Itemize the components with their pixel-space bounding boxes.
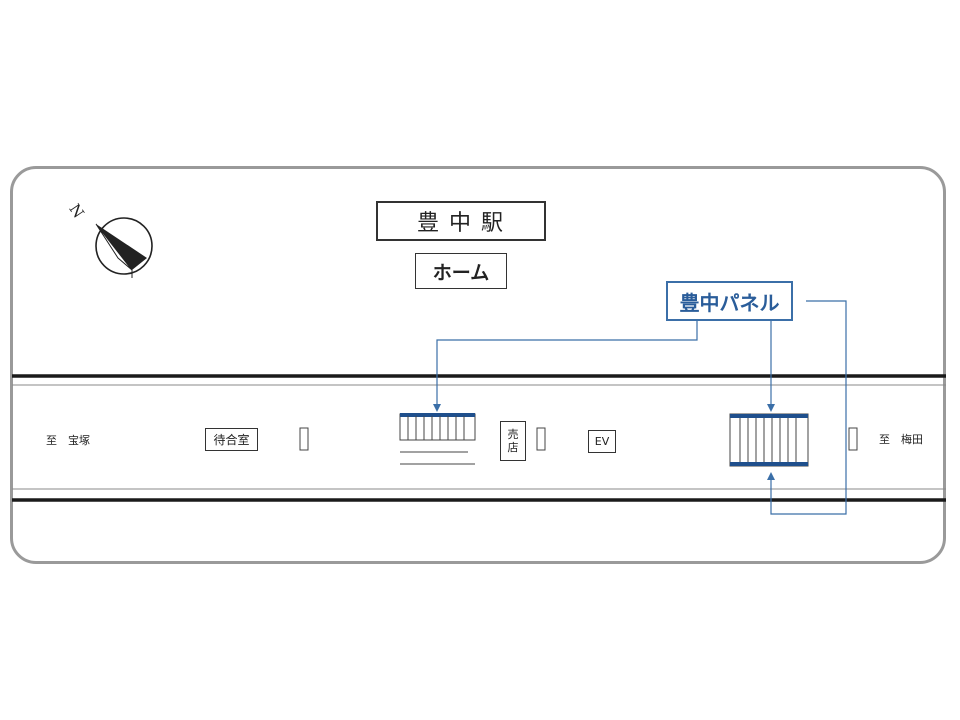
direction-west: 至 宝塚	[46, 434, 90, 447]
pillar-1	[299, 427, 309, 451]
panel-label: 豊中パネル	[666, 281, 793, 321]
station-title: 豊中駅	[376, 201, 546, 241]
direction-east: 至 梅田	[879, 433, 923, 446]
pillar-2	[536, 427, 546, 451]
leader-lines	[433, 300, 847, 515]
stairs-left-icon	[399, 413, 476, 465]
stairs-right-icon	[729, 413, 809, 467]
platform-label: ホーム	[415, 253, 507, 289]
compass-icon	[95, 217, 153, 278]
kiosk: 売 店	[500, 421, 526, 461]
pillar-3	[848, 427, 858, 451]
kiosk-label-top: 売	[507, 428, 519, 441]
elevator: EV	[588, 430, 616, 453]
kiosk-label-bottom: 店	[507, 441, 519, 454]
waiting-room: 待合室	[205, 428, 258, 451]
